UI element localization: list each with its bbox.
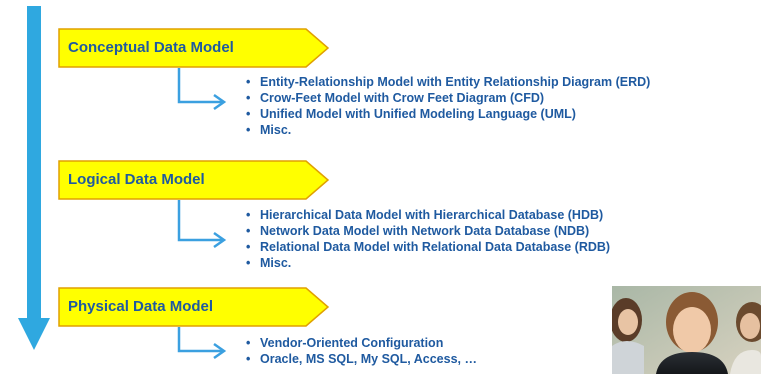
list-item: Network Data Model with Network Data Dat… [246, 223, 610, 239]
list-item: Hierarchical Data Model with Hierarchica… [246, 207, 610, 223]
physical-items-list: Vendor-Oriented Configuration Oracle, MS… [246, 335, 477, 367]
conceptual-items-list: Entity-Relationship Model with Entity Re… [246, 74, 650, 138]
conceptual-data-model-label: Conceptual Data Model [68, 39, 234, 56]
flow-down-arrow [18, 6, 50, 350]
students-photo [612, 286, 761, 374]
logical-connector-arrow [177, 200, 227, 249]
list-item: Vendor-Oriented Configuration [246, 335, 477, 351]
list-item: Crow-Feet Model with Crow Feet Diagram (… [246, 90, 650, 106]
list-item: Entity-Relationship Model with Entity Re… [246, 74, 650, 90]
physical-data-model-label: Physical Data Model [68, 298, 214, 315]
logical-label-shape [58, 160, 330, 200]
list-item: Misc. [246, 122, 650, 138]
logical-data-model-label: Logical Data Model [68, 171, 205, 188]
list-item: Relational Data Model with Relational Da… [246, 239, 610, 255]
conceptual-connector-arrow [177, 68, 227, 111]
conceptual-label-shape [58, 28, 330, 68]
logical-items-list: Hierarchical Data Model with Hierarchica… [246, 207, 610, 271]
list-item: Oracle, MS SQL, My SQL, Access, … [246, 351, 477, 367]
physical-label-shape [58, 287, 330, 327]
physical-connector-arrow [177, 327, 227, 360]
list-item: Unified Model with Unified Modeling Lang… [246, 106, 650, 122]
list-item: Misc. [246, 255, 610, 271]
